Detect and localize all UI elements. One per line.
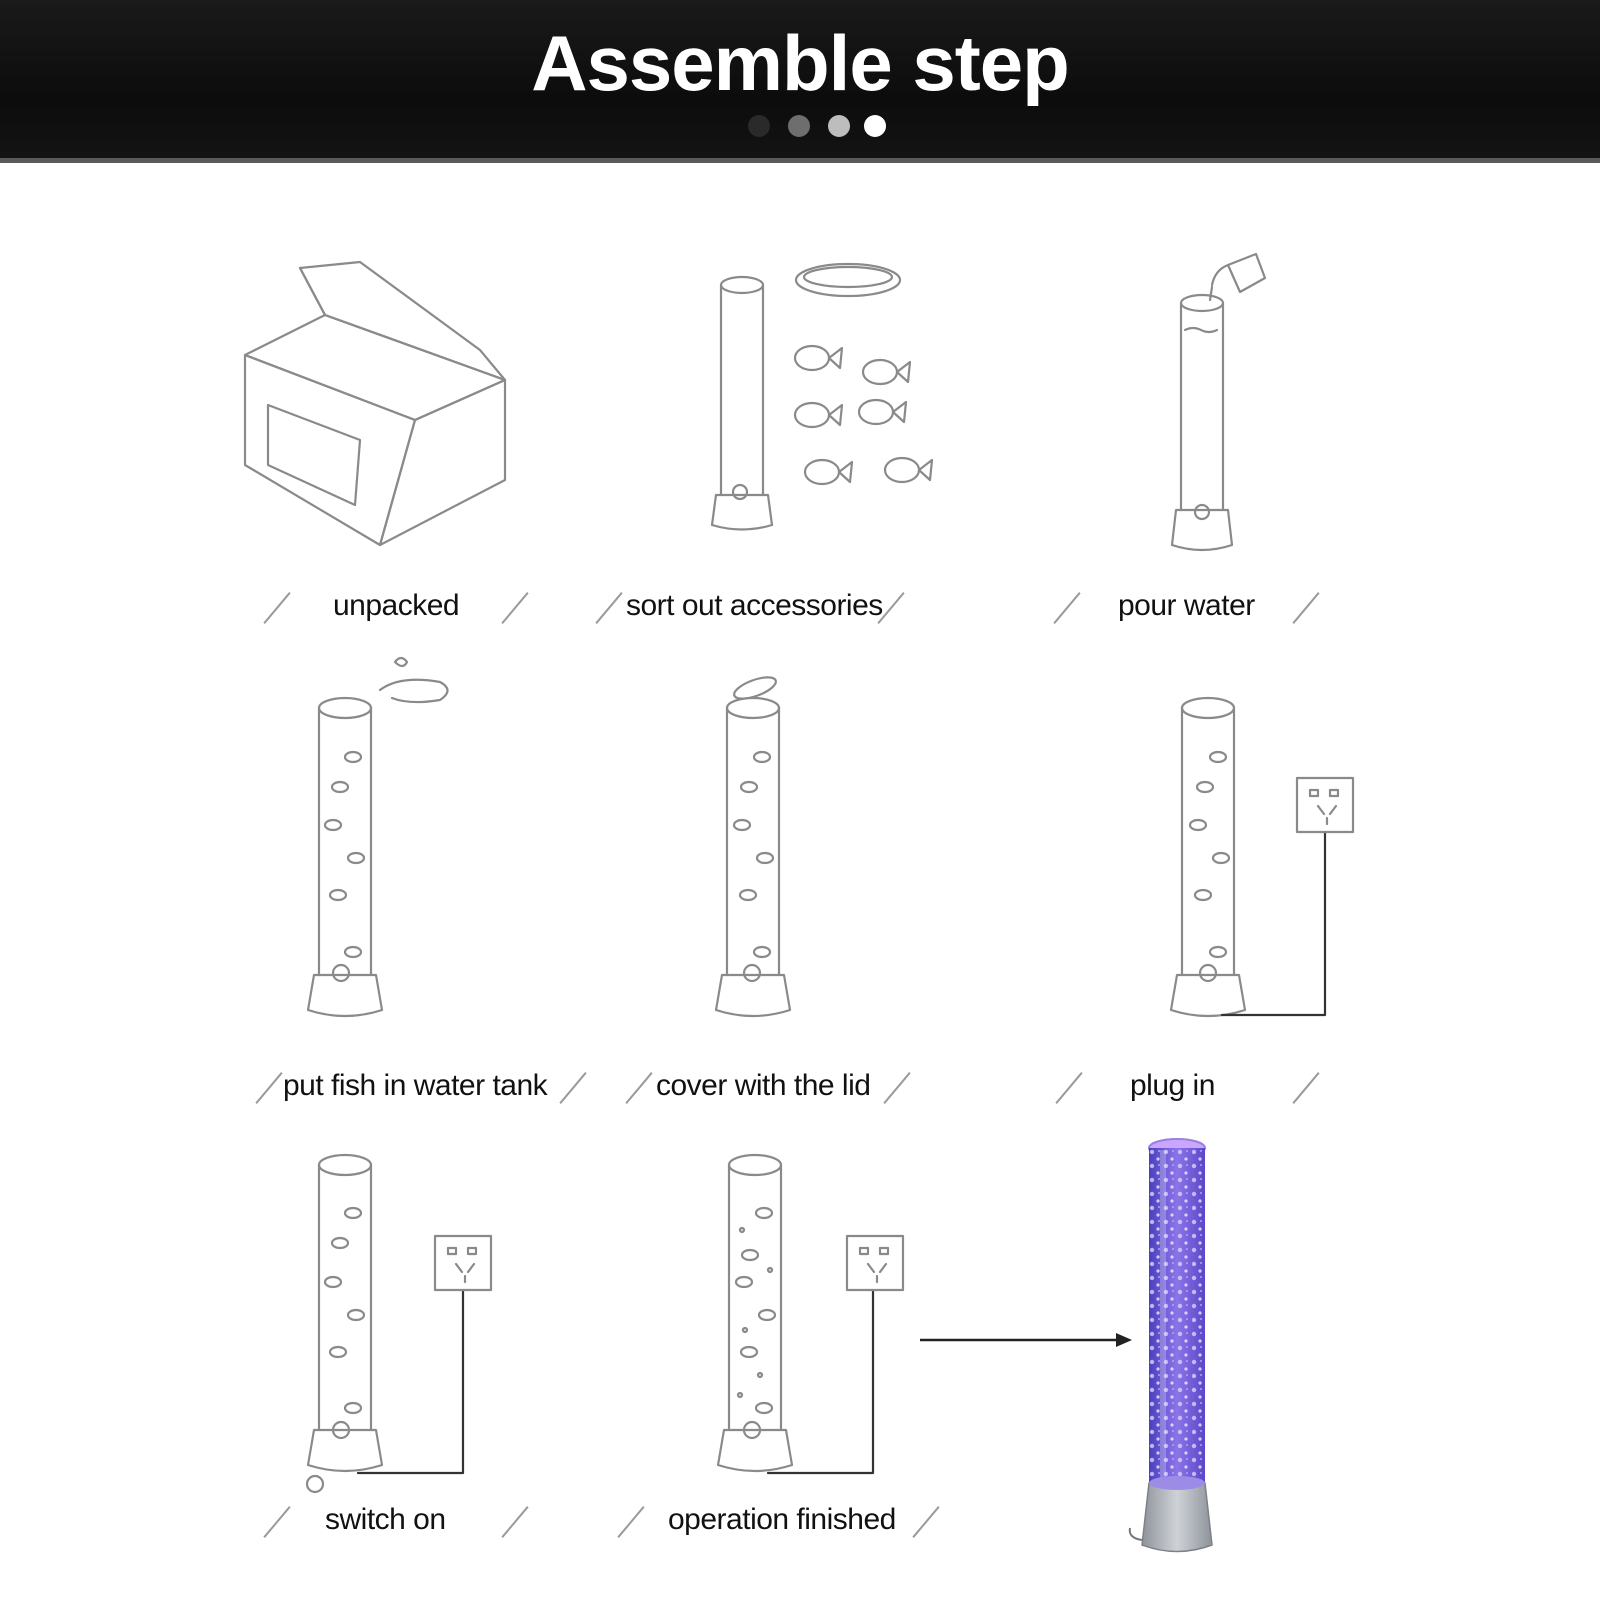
step-label-switch-on: switch on [325, 1503, 446, 1536]
step-dot-1 [748, 115, 770, 137]
step-label-sort-out-accessories: sort out accessories [626, 589, 883, 622]
socket-icon [1295, 776, 1355, 834]
header-banner: Assemble step [0, 0, 1600, 163]
tube-with-lid-icon [714, 676, 792, 1018]
hand-icon [378, 656, 449, 704]
water-jug-icon [1208, 252, 1267, 302]
step-dots [748, 115, 898, 137]
step-label-pour-water: pour water [1118, 589, 1255, 622]
step-label-unpacked: unpacked [333, 589, 460, 622]
tube-bubbling-icon [716, 1153, 875, 1475]
tube-plugged-icon [1169, 696, 1327, 1018]
tube-switch-icon [305, 1153, 465, 1494]
page-title: Assemble step [531, 19, 1070, 107]
fish-icon [793, 344, 934, 486]
box-icon [243, 260, 507, 547]
step-dot-4 [864, 115, 886, 137]
step-label-put-fish: put fish in water tank [283, 1069, 548, 1102]
tube-with-fish-icon [306, 696, 384, 1018]
socket-icon [433, 1234, 493, 1292]
arrow-right-icon [920, 1333, 1132, 1347]
step-label-operation-finished: operation finished [668, 1503, 896, 1536]
step-dot-3 [828, 115, 850, 137]
step-dot-2 [788, 115, 810, 137]
step-label-cover-lid: cover with the lid [656, 1069, 871, 1102]
tube-icon [710, 275, 774, 531]
lid-icon [794, 262, 902, 298]
header-divider [0, 158, 1600, 163]
step-label-plug-in: plug in [1130, 1069, 1215, 1102]
tube-icon [1170, 293, 1234, 552]
lit-bubble-lamp-image [1128, 1138, 1213, 1553]
socket-icon [845, 1234, 905, 1292]
